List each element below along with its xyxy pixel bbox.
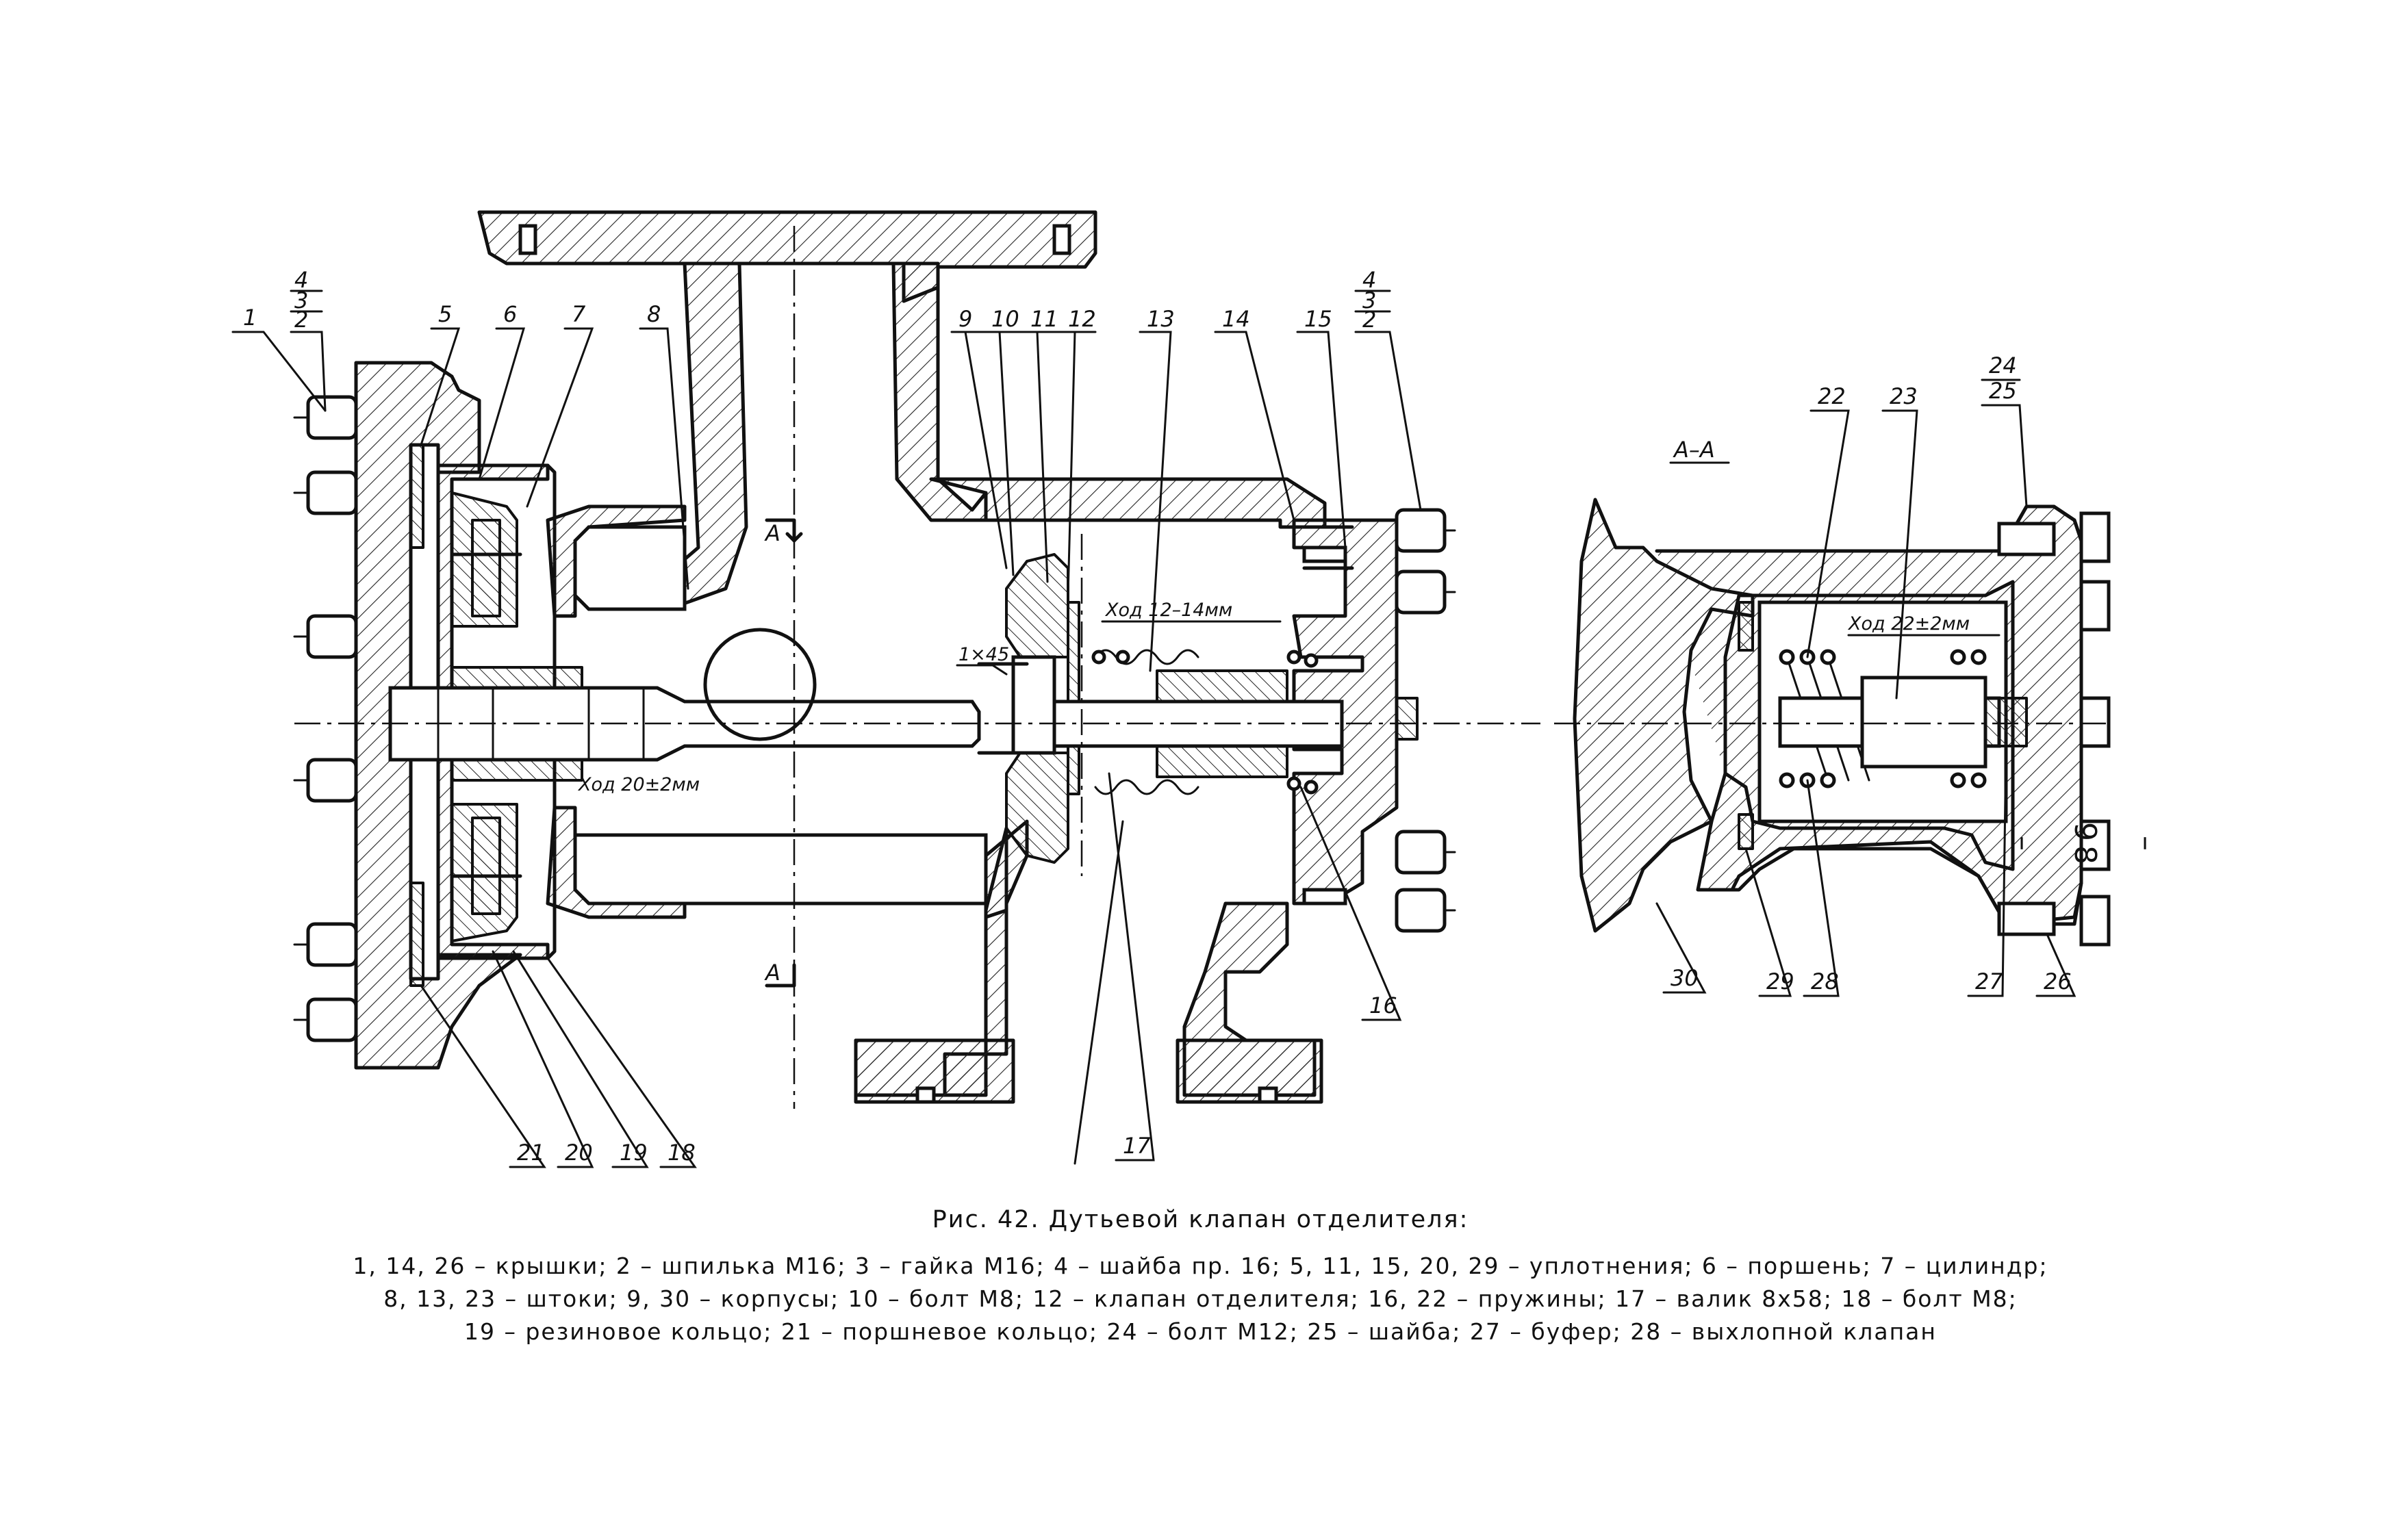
svg-text:5: 5 [438,301,452,327]
callout-9-15: 9 10 11 12 13 14 15 4 3 2 [950,267,1422,672]
svg-text:10: 10 [991,306,1019,332]
svg-text:1: 1 [243,305,257,331]
svg-text:7: 7 [572,301,586,327]
svg-text:8: 8 [647,301,661,327]
svg-text:14: 14 [1222,306,1250,332]
housing-30-outline [1655,504,2083,926]
note-stroke-valve: Ход 12–14мм [1104,600,1232,621]
piston-seal-upper [471,519,501,617]
cylinder-7 [436,463,550,960]
figure-caption: Рис. 42. Дутьевой клапан отделителя: [932,1206,1469,1233]
cover-14-boss [1395,697,1419,741]
piston-ring-21 [409,882,424,987]
cylinder-top-tube [573,525,687,611]
svg-text:9: 9 [958,306,972,332]
main-section-view: А А Ход 20±2мм Ход 12–14мм 1×45 [293,210,1540,1109]
legend-line-2: 8, 13, 23 – штоки; 9, 30 – корпусы; 10 –… [383,1285,2018,1312]
flange-hole-right [1052,224,1071,255]
legend-line-1: 1, 14, 26 – крышки; 2 – шпилька М16; 3 –… [353,1253,2048,1279]
svg-text:15: 15 [1304,306,1332,332]
valve-12-hub [1011,655,1056,755]
seal-29 [1738,601,1754,850]
svg-text:20: 20 [565,1140,593,1166]
valve-12 [1005,553,1069,658]
section-mark-bottom: А [764,960,796,988]
cover-14-bolts [1302,508,1456,933]
callout-16-21: 16 17 18 19 20 21 [420,772,1402,1168]
svg-text:А: А [764,520,780,546]
bottom-flange-hole-left [915,1086,936,1104]
svg-text:26: 26 [2044,968,2072,994]
seal-5 [409,444,424,549]
bottom-flange [854,1038,1015,1104]
svg-text:25: 25 [1989,378,2017,404]
callout-1-group: 1 4 3 2 [231,267,327,412]
top-flange [477,210,1097,303]
svg-text:29: 29 [1766,968,1794,994]
svg-text:6: 6 [503,301,517,327]
svg-text:30: 30 [1670,965,1699,991]
svg-text:23: 23 [1890,383,1918,409]
svg-text:А: А [764,960,780,986]
svg-text:3: 3 [294,287,308,313]
bolt-10 [977,662,1029,755]
svg-text:17: 17 [1123,1133,1151,1159]
svg-text:4: 4 [1362,267,1376,293]
rod-23-head [1860,676,1987,769]
callout-22-30: 22 23 24 25 30 29 28 27 26 [1655,352,2076,997]
piston-bolts [450,552,522,878]
buffer-27 [1984,697,2028,747]
bottom-flange-right [1176,1038,1323,1104]
cover-26-bolts [1997,511,2111,947]
bottom-flange-hole-right [1258,1086,1278,1104]
callout-5-8: 5 6 7 8 [420,301,689,590]
cylinder-bottom-tube [573,833,988,906]
svg-text:11: 11 [1030,306,1058,332]
legend-line-3: 19 – резиновое кольцо; 21 – поршневое ко… [464,1318,1937,1345]
flange-hole-left [518,224,537,255]
section-a-a-view: А–А Ход 22±2мм [1554,437,2111,947]
svg-text:3: 3 [1362,287,1376,313]
svg-text:12: 12 [1068,306,1096,332]
svg-text:16: 16 [1369,992,1397,1018]
port-opening [703,628,817,741]
rod-8-hub [450,666,583,782]
svg-text:2: 2 [294,307,308,333]
svg-text:27: 27 [1975,968,2003,994]
cover-14 [1292,518,1399,906]
svg-text:2: 2 [1362,307,1376,333]
cover-1-studs [293,395,358,1042]
housing-9-upper [929,477,1327,529]
section-mark-top: А [764,518,803,546]
rod-13-sleeve [1156,669,1288,778]
svg-text:24: 24 [1989,352,2017,378]
page-number: – 98 – [2006,822,2164,869]
note-chamfer-line [956,664,1008,676]
svg-text:4: 4 [294,267,308,293]
svg-text:13: 13 [1147,306,1175,332]
callouts: 1 4 3 2 5 6 7 8 9 10 11 12 13 14 [231,267,2076,1168]
note-stroke-exhaust: Ход 22±2мм [1847,613,1970,634]
section-aa-label: А–А [1673,437,1715,463]
note-stroke-piston: Ход 20±2мм [577,774,700,795]
piston-seal-lower [471,817,501,915]
svg-text:22: 22 [1818,383,1846,409]
note-chamfer: 1×45 [958,644,1009,665]
seal-11 [1067,601,1080,795]
spring-16 [1091,649,1319,795]
